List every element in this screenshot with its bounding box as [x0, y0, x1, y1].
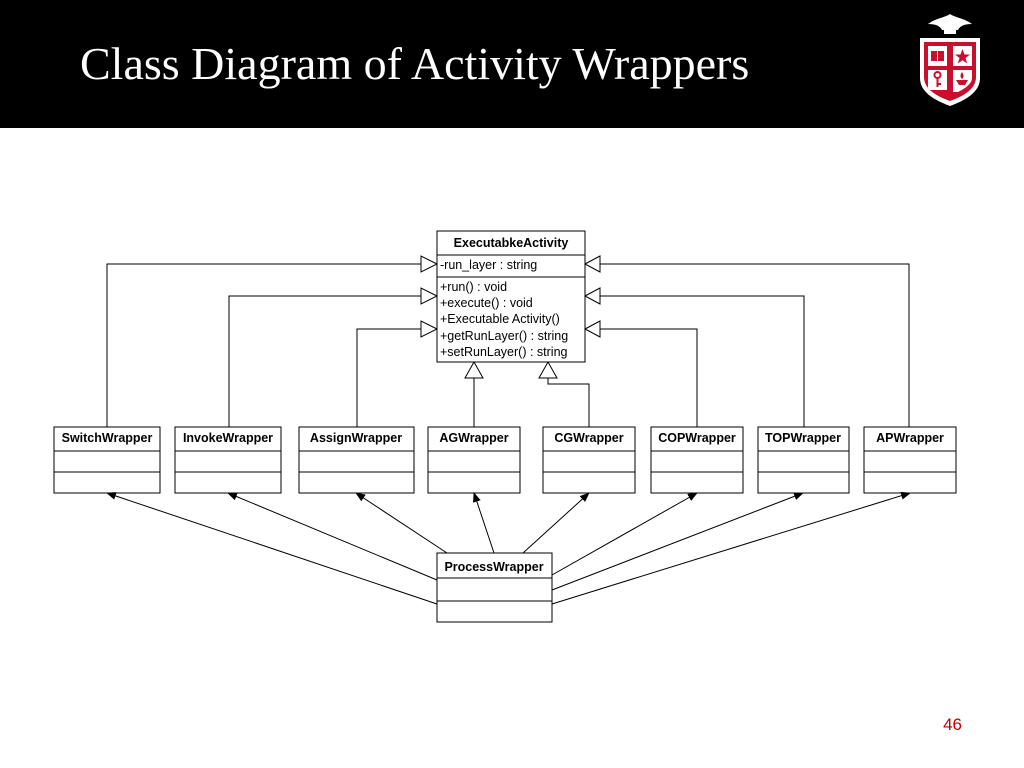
class-method: +run() : void [440, 280, 507, 294]
cop-wrapper-class: COPWrapper [650, 426, 744, 494]
inheritance-arrowhead [583, 287, 601, 305]
class-name: CGWrapper [554, 431, 623, 445]
association-arrow [106, 492, 438, 605]
slide-header: Class Diagram of Activity Wrappers [0, 0, 1024, 128]
class-name: APWrapper [876, 431, 944, 445]
class-attribute: -run_layer : string [440, 258, 537, 272]
process-wrapper-class: ProcessWrapper [436, 552, 553, 623]
inheritance-arrowhead [420, 287, 439, 305]
association-arrow [355, 492, 448, 554]
slide-title: Class Diagram of Activity Wrappers [80, 38, 750, 89]
association-arrow [522, 492, 590, 554]
switch-wrapper-class: SwitchWrapper [53, 426, 161, 494]
class-name: ProcessWrapper [444, 560, 543, 574]
class-name: ExecutabkeActivity [454, 236, 569, 250]
class-name: COPWrapper [658, 431, 736, 445]
top-wrapper-class: TOPWrapper [757, 426, 850, 494]
association-arrow [551, 492, 804, 591]
association-arrow [473, 492, 495, 554]
inheritance-lines [106, 263, 910, 427]
class-method: +Executable Activity() [440, 312, 560, 326]
association-arrow [227, 492, 438, 581]
class-name: InvokeWrapper [183, 431, 273, 445]
association-arrow [551, 491, 911, 605]
inheritance-arrowhead [420, 255, 439, 273]
class-method: +execute() : void [440, 296, 533, 310]
inheritance-arrowhead [420, 320, 439, 338]
ap-wrapper-class: APWrapper [863, 426, 957, 494]
executable-activity-class: ExecutabkeActivity -run_layer : string +… [436, 230, 586, 363]
inheritance-arrowhead [583, 320, 601, 338]
association-arrow [551, 492, 698, 576]
class-method: +setRunLayer() : string [440, 345, 568, 359]
inheritance-arrowheads [420, 255, 601, 379]
class-name: AssignWrapper [310, 431, 402, 445]
invoke-wrapper-class: InvokeWrapper [174, 426, 282, 494]
class-name: SwitchWrapper [62, 431, 153, 445]
university-seal-logo [920, 14, 980, 106]
class-method: +getRunLayer() : string [440, 329, 568, 343]
inheritance-arrowhead [464, 360, 484, 379]
cg-wrapper-class: CGWrapper [542, 426, 636, 494]
class-name: AGWrapper [439, 431, 508, 445]
page-number: 46 [943, 715, 962, 734]
inheritance-arrowhead [538, 360, 558, 379]
ag-wrapper-class: AGWrapper [427, 426, 521, 494]
inheritance-arrowhead [583, 255, 601, 273]
class-name: TOPWrapper [765, 431, 841, 445]
association-arrows [106, 491, 911, 605]
assign-wrapper-class: AssignWrapper [298, 426, 415, 494]
